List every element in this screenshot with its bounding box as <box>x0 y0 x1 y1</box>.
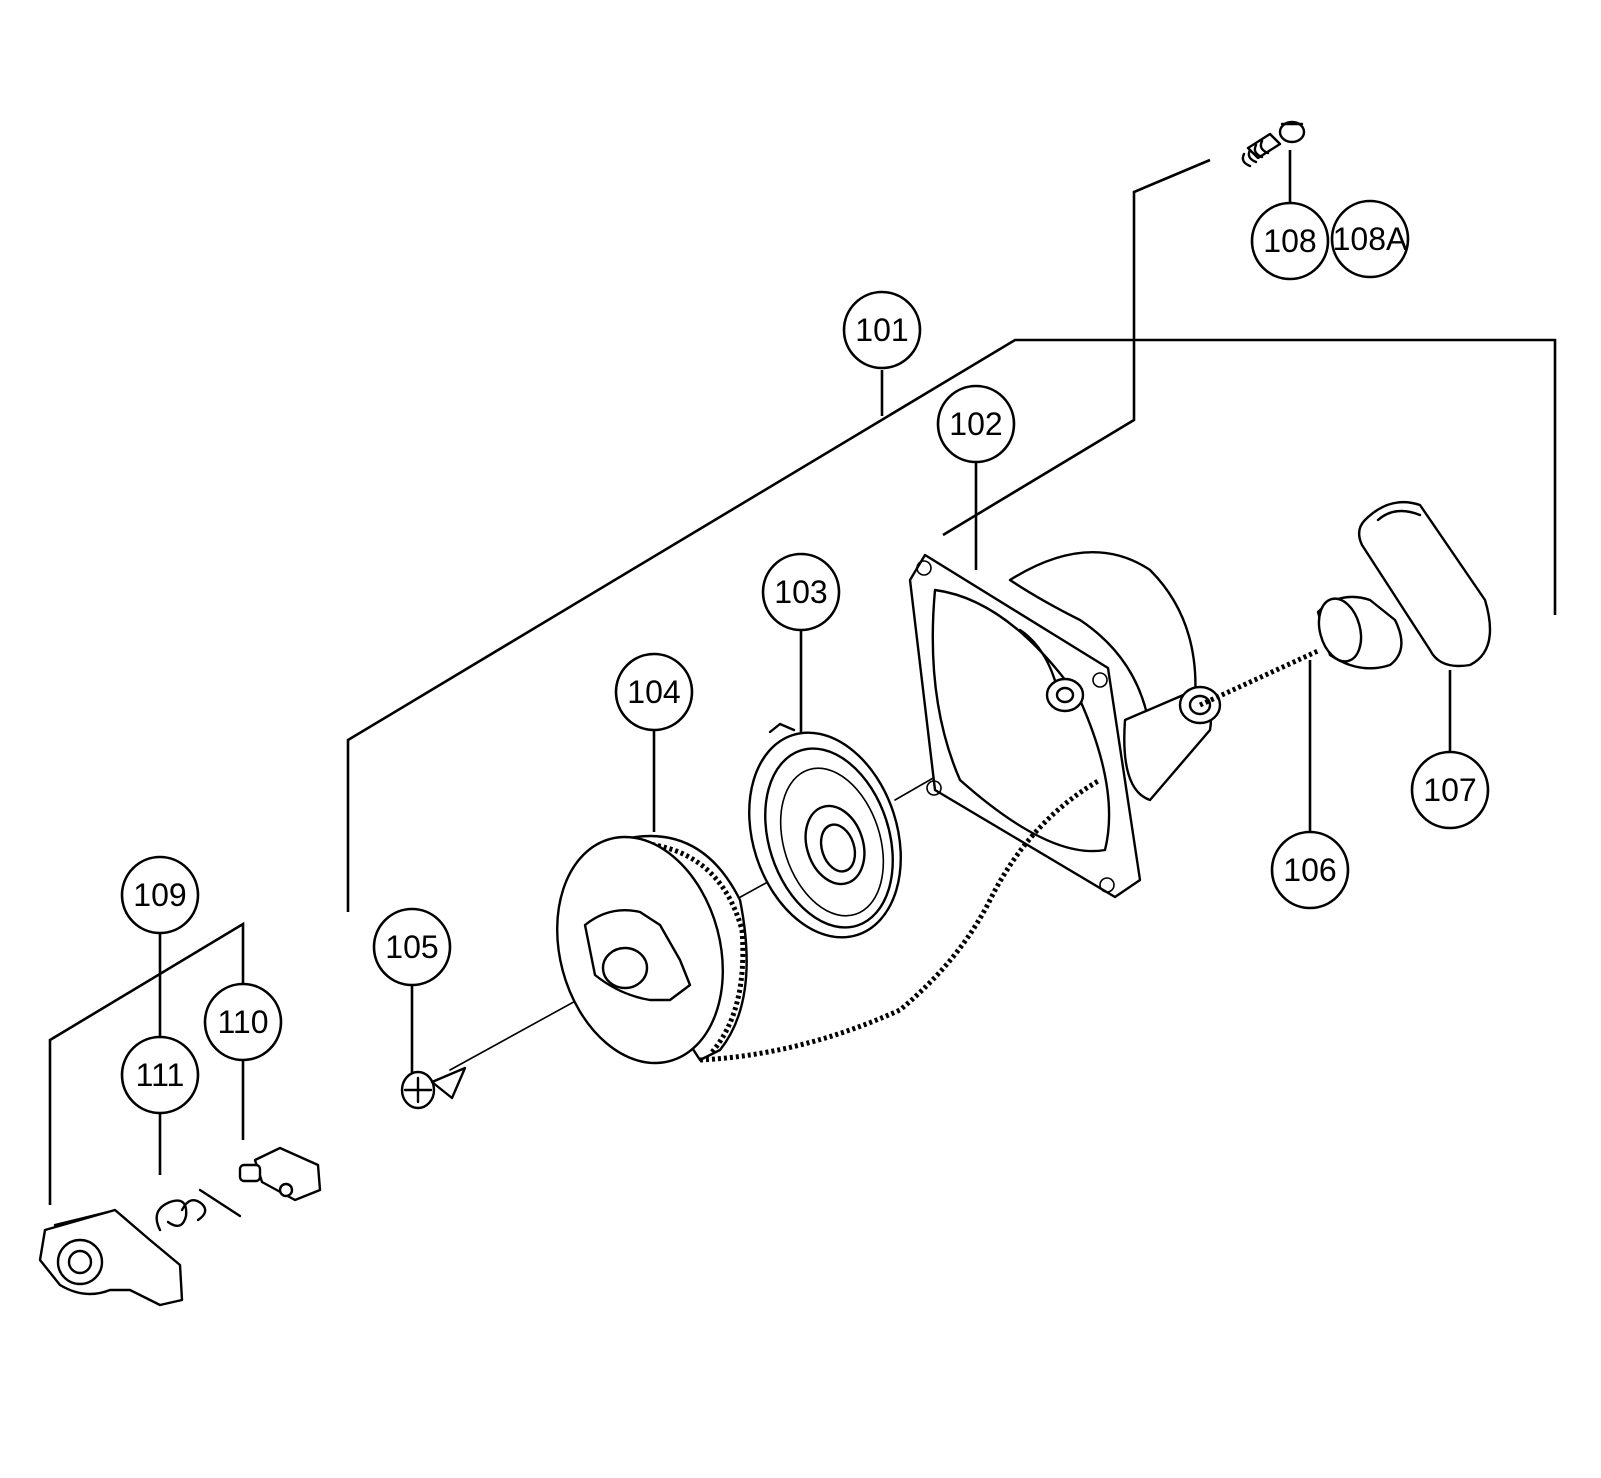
bolt-part-108 <box>1241 120 1306 168</box>
bracket-108 <box>942 158 1211 537</box>
callout-105: 105 <box>372 907 452 987</box>
bracket-109-111 <box>48 921 245 1205</box>
callout-106: 106 <box>1270 830 1350 910</box>
callout-109-label: 109 <box>133 877 186 913</box>
callout-111: 111 <box>120 1035 200 1115</box>
callout-108a: 108A <box>1330 199 1410 279</box>
spring-part-103 <box>748 722 902 939</box>
leader-lines <box>48 150 1557 1205</box>
starter-rope-part-106 <box>699 647 1322 1063</box>
callout-109: 109 <box>120 855 200 935</box>
pulley-part-104 <box>555 834 748 1065</box>
housing-part-102 <box>908 551 1222 899</box>
callout-104-label: 104 <box>627 674 680 710</box>
callout-102: 102 <box>936 384 1016 464</box>
callout-107: 107 <box>1410 750 1490 830</box>
pawl-spring-part-111 <box>155 1188 242 1232</box>
callout-106-label: 106 <box>1283 852 1336 888</box>
pawl-part-110 <box>238 1146 322 1202</box>
callout-103: 103 <box>761 552 841 632</box>
callout-104: 104 <box>614 652 694 732</box>
assembly-bracket-101 <box>346 338 1557 912</box>
callout-108-label: 108 <box>1263 223 1316 259</box>
callout-107-label: 107 <box>1423 772 1476 808</box>
handle-part-107 <box>1316 500 1492 670</box>
ratchet-part-109 <box>38 1208 184 1307</box>
callout-110: 110 <box>203 982 283 1062</box>
callout-101: 101 <box>842 290 922 370</box>
callout-108a-label: 108A <box>1333 221 1408 257</box>
callout-105-label: 105 <box>385 929 438 965</box>
callout-108: 108 <box>1250 201 1330 281</box>
screw-part-105 <box>400 1066 467 1110</box>
callout-101-label: 101 <box>855 312 908 348</box>
callout-102-label: 102 <box>949 406 1002 442</box>
callout-111-label: 111 <box>136 1057 185 1093</box>
callout-110-label: 110 <box>217 1004 268 1040</box>
callout-103-label: 103 <box>774 574 827 610</box>
